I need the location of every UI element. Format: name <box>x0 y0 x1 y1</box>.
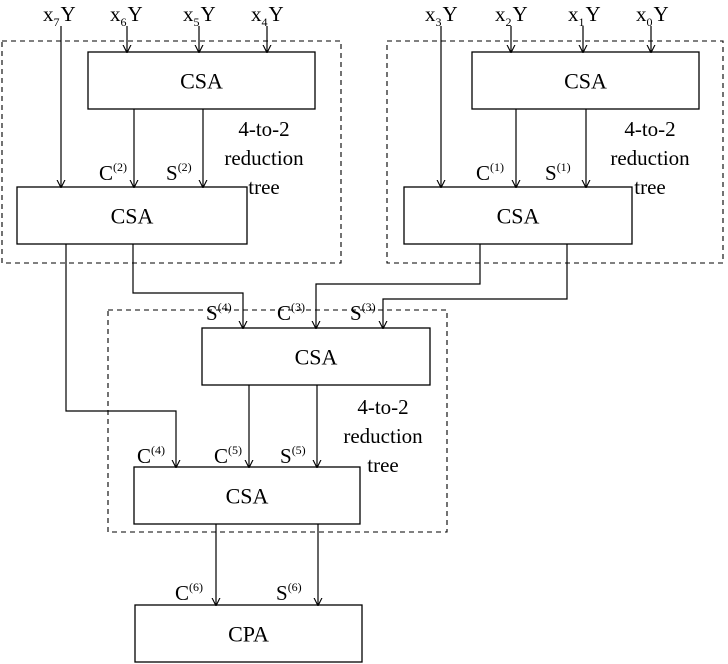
signal-label-s3: S(3) <box>350 300 376 325</box>
csa-mid-left-label: CSA <box>111 204 154 229</box>
input-label-x1y: x1Y <box>568 2 601 29</box>
csa-center-top: CSA <box>201 327 431 386</box>
signal-label-c5: C(5) <box>214 443 242 468</box>
input-label-x2y: x2Y <box>495 2 528 29</box>
csa-center-top-label: CSA <box>295 345 338 370</box>
wire-c3 <box>316 244 481 328</box>
csa-top-right: CSA <box>471 51 700 110</box>
input-label-x5y: x5Y <box>183 2 216 29</box>
csa-mid-right: CSA <box>403 186 633 245</box>
input-label-x0y: x0Y <box>636 2 669 29</box>
wire-s4 <box>132 244 243 328</box>
csa-mid-left: CSA <box>16 186 248 245</box>
signal-label-c4: C(4) <box>137 443 165 468</box>
wire-c4 <box>65 244 176 467</box>
signal-label-c3: C(3) <box>277 300 305 325</box>
cpa-block: CPA <box>134 604 363 663</box>
csa-top-right-label: CSA <box>564 69 607 94</box>
csa-center-bottom-label: CSA <box>226 484 269 509</box>
left-reduction-tree-frame <box>1 40 342 264</box>
signal-label-c6: C(6) <box>175 580 203 605</box>
signal-label-c1: C(1) <box>476 160 504 185</box>
input-label-x4y: x4Y <box>251 2 284 29</box>
input-label-x6y: x6Y <box>110 2 143 29</box>
csa-mid-right-label: CSA <box>497 204 540 229</box>
cpa-label: CPA <box>228 622 269 647</box>
signal-label-c2: C(2) <box>99 160 127 185</box>
wire-s3 <box>383 244 568 328</box>
csa-center-bottom: CSA <box>133 466 361 525</box>
csa-top-left: CSA <box>87 51 316 110</box>
input-label-x3y: x3Y <box>425 2 458 29</box>
signal-label-s2: S(2) <box>166 160 192 185</box>
center-reduction-tree-frame <box>107 309 448 533</box>
signal-label-s1: S(1) <box>545 160 571 185</box>
input-label-x7y: x7Y <box>43 2 76 29</box>
signal-label-s4: S(4) <box>206 300 232 325</box>
csa-top-left-label: CSA <box>180 69 223 94</box>
signal-label-s6: S(6) <box>276 580 302 605</box>
signal-label-s5: S(5) <box>280 443 306 468</box>
